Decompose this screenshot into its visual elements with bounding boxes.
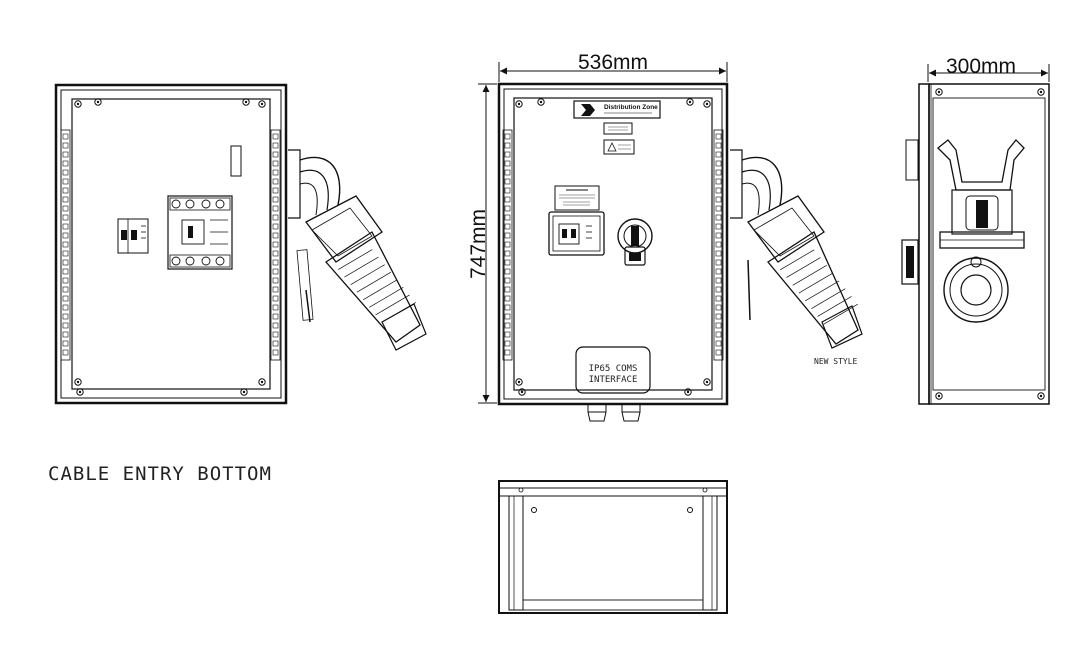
coms-label-2: INTERFACE bbox=[589, 375, 638, 385]
front-side-plug bbox=[730, 149, 863, 349]
label-holder bbox=[230, 145, 242, 177]
height-dimension: 747mm bbox=[467, 209, 490, 279]
brand-plate: Distribution Zone bbox=[573, 100, 661, 119]
corner-screws bbox=[74, 98, 266, 396]
cable-glands bbox=[587, 403, 641, 422]
width-dimension: 536mm bbox=[578, 51, 648, 74]
warning-plate bbox=[603, 139, 635, 155]
right-hinge-strip bbox=[270, 129, 281, 361]
plug-ribs bbox=[338, 249, 416, 323]
depth-dimension: 300mm bbox=[946, 55, 1016, 78]
left-side-plug bbox=[288, 149, 427, 351]
main-isolator bbox=[167, 195, 233, 270]
cable-entry-note: CABLE ENTRY BOTTOM bbox=[48, 463, 272, 485]
internal-view bbox=[54, 83, 427, 405]
coms-interface: IP65 COMS INTERFACE bbox=[575, 346, 651, 394]
left-hinge-strip bbox=[60, 129, 71, 361]
left-strip-ticks bbox=[62, 133, 69, 356]
side-view: 300mm bbox=[901, 55, 1050, 405]
side-plug bbox=[937, 139, 1025, 323]
isolator-terminals bbox=[171, 199, 225, 266]
coms-label-1: IP65 COMS bbox=[589, 364, 638, 374]
rotary-isolator bbox=[617, 218, 653, 266]
brand-text: Distribution Zone bbox=[604, 104, 658, 111]
side-screws bbox=[935, 88, 1045, 400]
right-strip-ticks bbox=[272, 133, 279, 356]
instruction-plate bbox=[554, 185, 600, 211]
new-style-note: NEW STYLE bbox=[814, 357, 858, 366]
bottom-view bbox=[498, 480, 728, 614]
front-corner-screws bbox=[515, 98, 711, 396]
front-left-ticks bbox=[504, 133, 511, 356]
front-plug-ribs bbox=[780, 249, 858, 325]
mcb-window bbox=[548, 211, 605, 256]
front-right-ticks bbox=[715, 133, 722, 356]
rating-plate bbox=[603, 122, 633, 135]
mcb-breaker bbox=[117, 218, 149, 254]
front-view: 536mm 747mm Distribution Zone bbox=[467, 51, 863, 422]
